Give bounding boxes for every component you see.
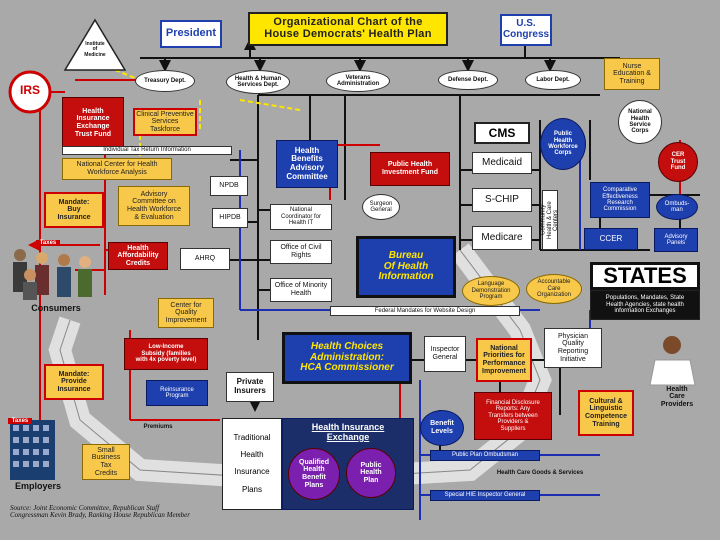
health-affordability-credits: Health Affordability Credits: [108, 242, 168, 270]
irs-badge: [8, 70, 52, 114]
iom-label: Institute of Medicine: [84, 41, 106, 58]
ahrq-box: AHRQ: [180, 248, 230, 270]
employers-label: Employers: [14, 481, 62, 491]
language-demonstration-program: Language Demonstration Program: [462, 276, 520, 306]
surgeon-general: Surgeon General: [362, 194, 400, 220]
labor-dept: Labor Dept.: [525, 70, 581, 90]
health-care-providers-label: Health Care Providers: [660, 386, 694, 408]
s-chip-box: S-CHIP: [472, 188, 532, 212]
ombudsman: Ombuds- man: [656, 194, 698, 220]
physician-quality-reporting: Physician Quality Reporting Initiative: [544, 328, 602, 368]
office-minority-health: Office of Minority Health: [270, 278, 332, 302]
medicare-box: Medicare: [472, 226, 532, 250]
public-health-workforce-corps: Public Health Workforce Corps: [540, 118, 586, 170]
advisory-committee-workforce: Advisory Committee on Health Workforce &…: [118, 186, 190, 226]
hie-trust-fund: Health Insurance Exchange Trust Fund: [62, 97, 124, 149]
financial-disclosure-reports: Financial Disclosure Reports: Any Transf…: [474, 392, 552, 440]
health-choices-administration: Health Choices Administration: HCA Commi…: [282, 332, 412, 384]
defense-dept: Defense Dept.: [438, 70, 498, 90]
private-insurers: Private Insurers: [226, 372, 274, 402]
special-hie-inspector-general: Special HIE Inspector General: [430, 490, 540, 501]
nchwa: National Center for Health Workforce Ana…: [62, 158, 172, 180]
states-box: STATES: [590, 262, 700, 290]
nhsc: National Health Service Corps: [618, 100, 662, 144]
advisory-panels: Advisory Panels: [654, 228, 698, 252]
iom-triangle: [63, 18, 127, 71]
source-credit: Source: Joint Economic Committee, Republ…: [10, 504, 190, 520]
qualified-health-benefit-plans: Qualified Health Benefit Plans: [288, 448, 340, 500]
ccer-box: CCER: [584, 228, 638, 250]
center-quality-improvement: Center for Quality Improvement: [158, 298, 214, 328]
cms-box: CMS: [474, 122, 530, 144]
national-priorities-performance: National Priorities for Performance Impr…: [476, 338, 532, 382]
bureau-health-information: Bureau Of Health Information: [356, 236, 456, 298]
comparative-effectiveness-commission: Comparative Effectiveness Research Commi…: [590, 182, 650, 218]
taxes-label-consumers: Taxes: [36, 240, 60, 247]
consumers-label: Consumers: [31, 303, 81, 313]
national-coordinator-health-it: National Coordinator for Health IT: [270, 204, 332, 230]
public-health-investment-fund: Public Health Investment Fund: [370, 152, 450, 186]
health-care-provider-icon: [649, 336, 696, 386]
consumers-icon: [13, 249, 92, 300]
individual-tax-info: Individual Tax Return Information: [62, 146, 232, 155]
federal-mandates-website-design: Federal Mandates for Website Design: [330, 306, 520, 316]
benefit-levels: Benefit Levels: [420, 410, 464, 446]
president-box: President: [160, 20, 222, 48]
nurse-training: Nurse Education & Training: [604, 58, 660, 90]
community-health-centers: Community Health & Care Centers: [540, 190, 559, 250]
congress-box: U.S. Congress: [500, 14, 552, 46]
clinical-preventive-taskforce: Clinical Preventive Services Taskforce: [133, 108, 197, 136]
irs-label: IRS: [19, 83, 40, 97]
inspector-general: Inspector General: [424, 336, 466, 372]
hhs-dept: Health & Human Services Dept.: [226, 70, 290, 94]
va-dept: Veterans Administration: [326, 70, 390, 92]
cer-trust-fund: CER Trust Fund: [658, 142, 698, 182]
states-subtext: Populations, Mandates, State Health Agen…: [590, 290, 700, 320]
public-health-plan: Public Health Plan: [346, 448, 396, 498]
taxes-label-employers: Taxes: [8, 418, 32, 425]
accountable-care-organization: Accountable Care Organization: [526, 274, 582, 304]
low-income-subsidy: Low-Income Subsidy (families with 4x pov…: [124, 338, 208, 370]
treasury-dept: Treasury Dept.: [135, 70, 195, 92]
mandate-provide-insurance: Mandate: Provide Insurance: [44, 364, 104, 400]
health-benefits-advisory-committee: Health Benefits Advisory Committee: [276, 140, 338, 188]
npdb-box: NPDB: [210, 176, 248, 196]
public-plan-ombudsman: Public Plan Ombudsman: [430, 450, 540, 461]
traditional-health-insurance-plans: Traditional Health Insurance Plans: [222, 418, 282, 510]
small-business-tax-credits: Small Business Tax Credits: [82, 444, 130, 480]
office-civil-rights: Office of Civil Rights: [270, 240, 332, 264]
cultural-linguistic-training: Cultural & Linguistic Competence Trainin…: [578, 390, 634, 436]
medicaid-box: Medicaid: [472, 152, 532, 174]
mandate-buy-insurance: Mandate: Buy Insurance: [44, 192, 104, 228]
chart-title: Organizational Chart of the House Democr…: [248, 12, 448, 46]
employers-icon: [10, 420, 55, 480]
reinsurance-program: Reinsurance Program: [146, 380, 208, 406]
health-care-goods-services: Health Care Goods & Services: [496, 470, 584, 476]
hipdb-box: HIPDB: [212, 208, 248, 228]
premiums-label: Premiums: [143, 424, 173, 430]
